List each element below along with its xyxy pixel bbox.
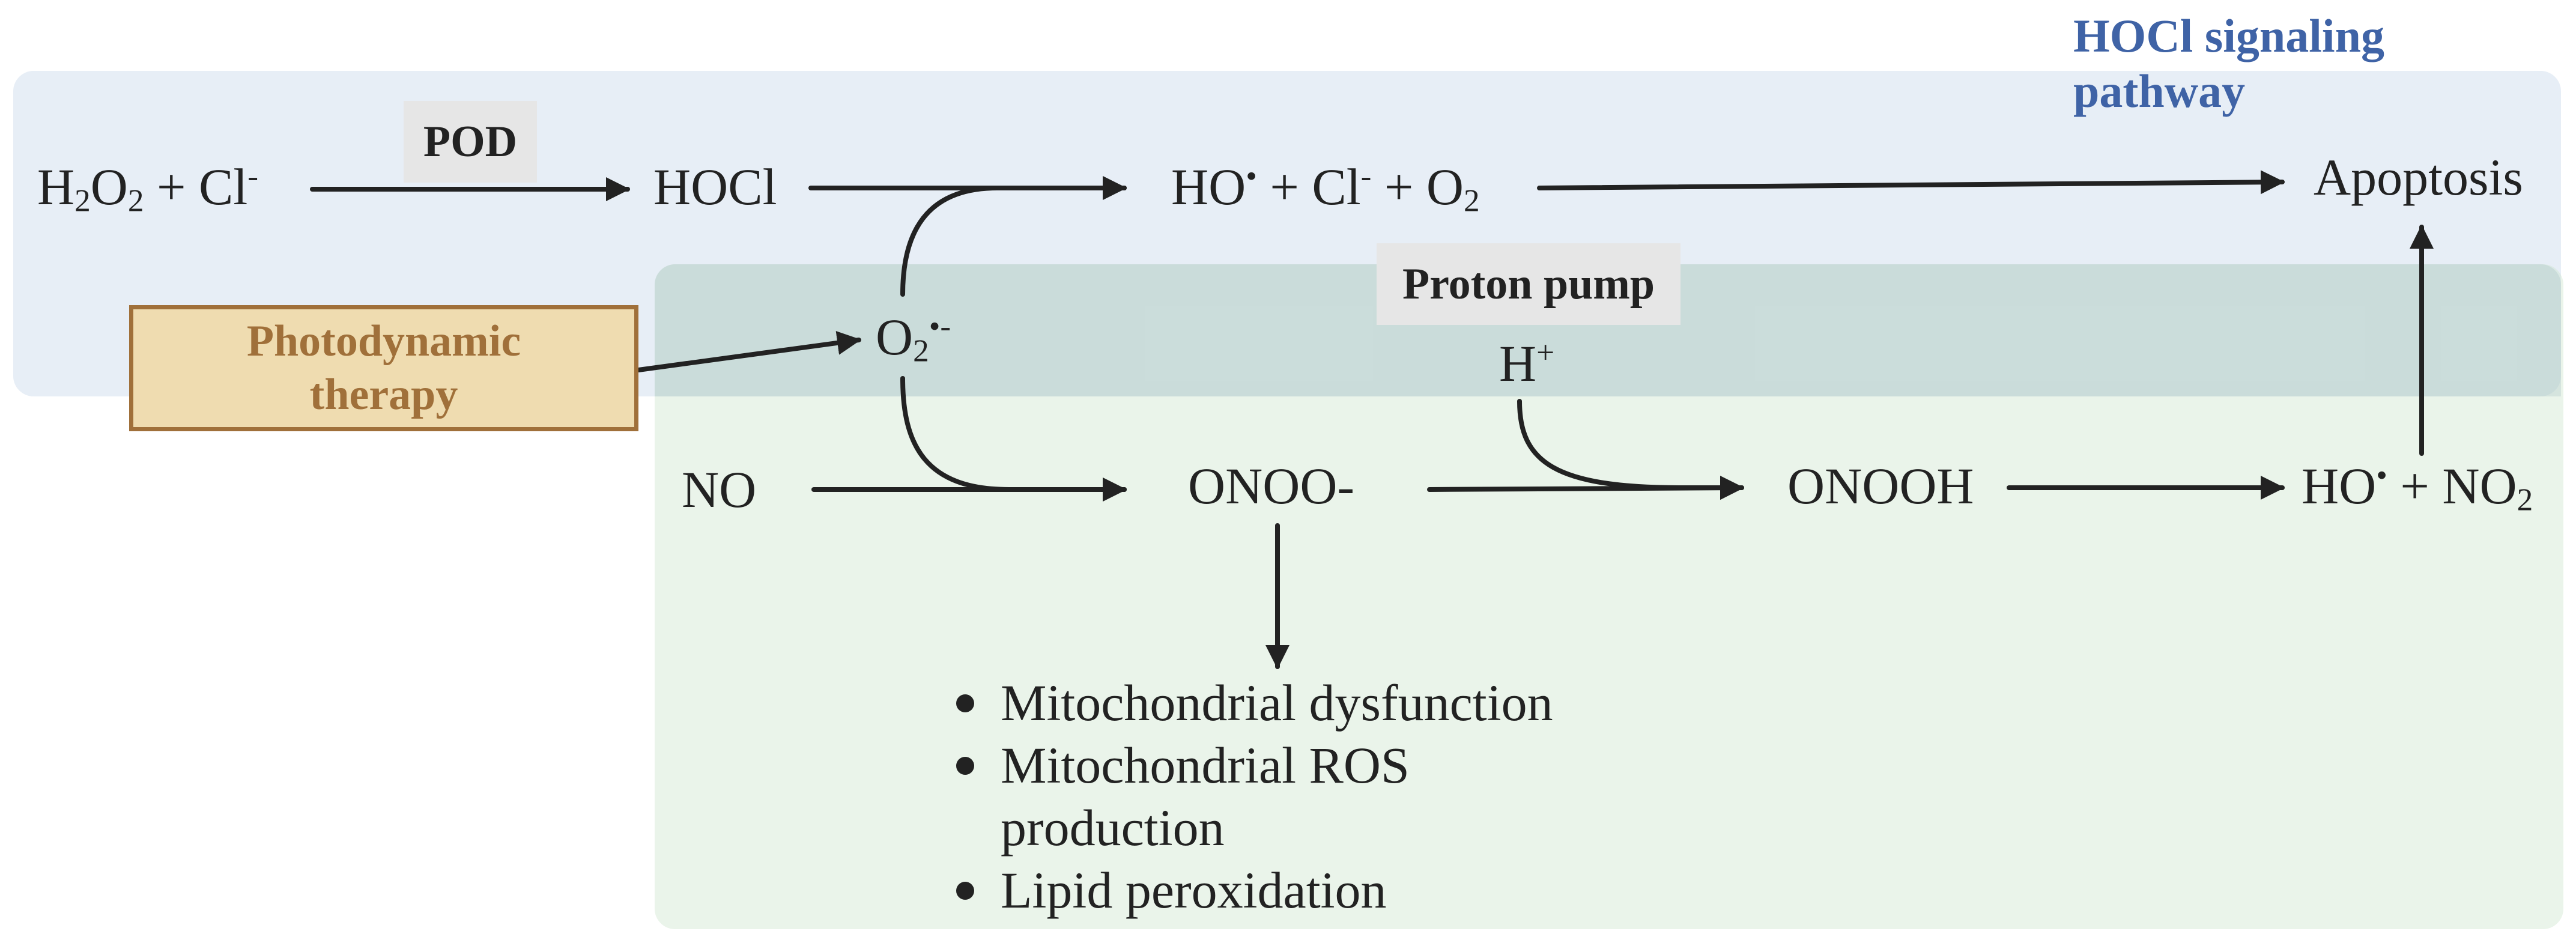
peroxynitrite-pathway-region — [655, 264, 2563, 929]
pod-label: POD — [404, 101, 537, 183]
node-onoo: ONOO- — [1188, 457, 1355, 515]
node-hocl: HOCl — [653, 158, 777, 216]
node-h2o2-cl: H2O2 + Cl- — [37, 157, 259, 219]
list-item: Mitochondrial dysfunction — [949, 672, 1553, 734]
arrow-o2-to-onoo — [900, 376, 1127, 502]
arrow-h-to-onooh — [1517, 399, 1744, 500]
list-item: Lipid peroxidation — [949, 859, 1553, 921]
proton-pump-label: Proton pump — [1377, 243, 1680, 325]
node-apoptosis: Apoptosis — [2314, 148, 2523, 206]
arrow-ho-to-apoptosis — [1537, 170, 2285, 195]
node-ho-no2: HO• + NO2 — [2302, 456, 2533, 518]
node-onooh: ONOOH — [1787, 457, 1974, 515]
hocl-pathway-title: HOCl signaling pathway — [2073, 10, 2384, 118]
node-no: NO — [682, 461, 757, 518]
arrow-o2-to-ho — [900, 176, 1127, 297]
node-h-plus: H+ — [1499, 334, 1555, 392]
photodynamic-therapy-box: Photodynamic therapy — [129, 305, 638, 431]
effects-list: Mitochondrial dysfunction Mitochondrial … — [949, 672, 1553, 921]
node-superoxide: O2•- — [876, 308, 951, 369]
node-ho-cl-o2: HO• + Cl- + O2 — [1171, 157, 1480, 219]
arrow-pdt-to-o2 — [636, 331, 861, 372]
